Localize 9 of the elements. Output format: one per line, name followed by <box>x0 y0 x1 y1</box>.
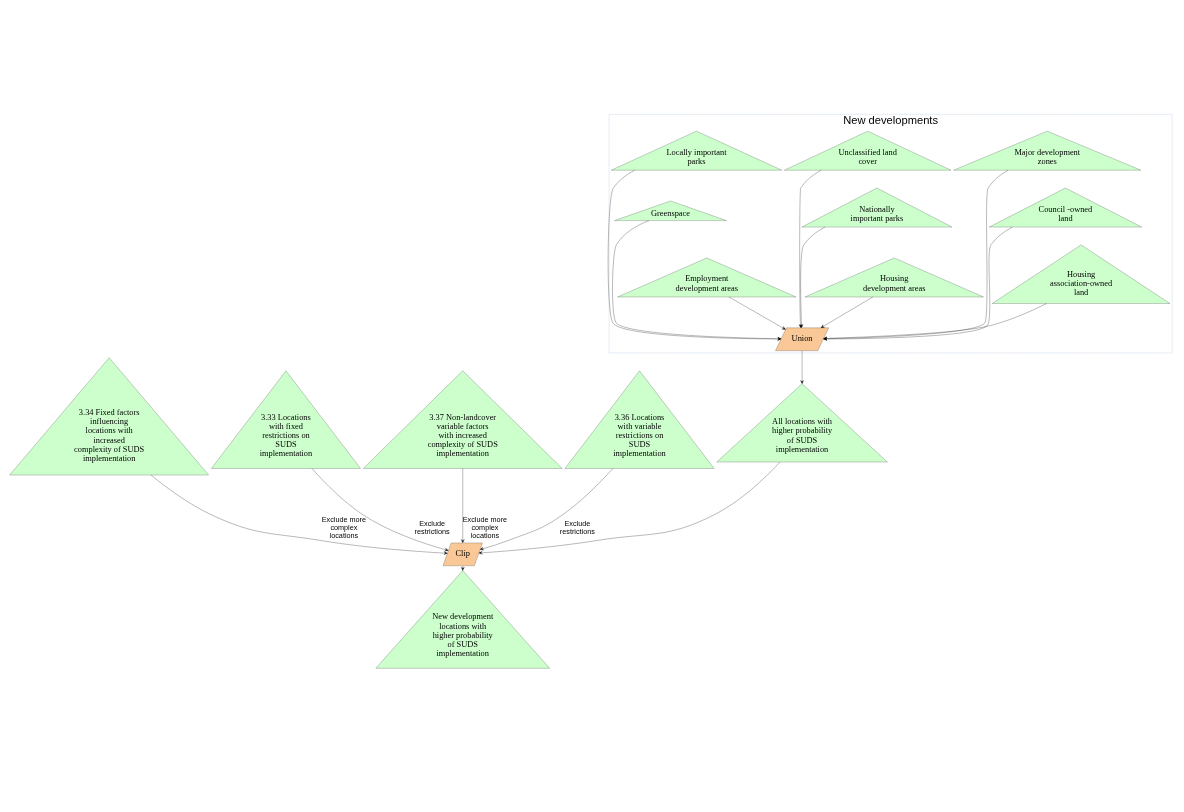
arrow <box>820 296 873 328</box>
arrow <box>151 474 448 555</box>
arrow <box>478 461 781 554</box>
arrow <box>461 467 465 543</box>
arrow <box>728 296 786 330</box>
arrow <box>311 467 449 551</box>
arrow <box>480 467 613 550</box>
arrow <box>461 565 465 571</box>
arrow <box>800 350 804 384</box>
